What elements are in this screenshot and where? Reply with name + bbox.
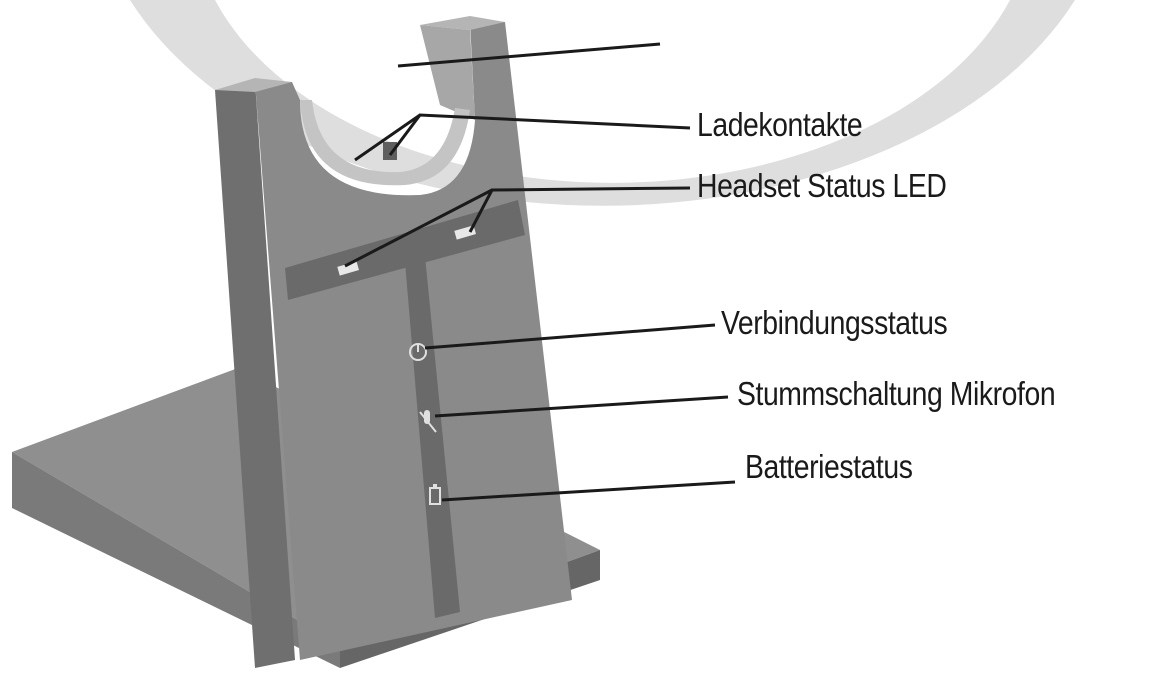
watermark-ring [130,0,1075,206]
label-mic-mute: Stummschaltung Mikrofon [737,375,1056,412]
label-battery-status: Batteriestatus [745,448,913,485]
leader-line-battery-status [441,480,736,502]
label-charging-contacts: Ladekontakte [697,106,863,143]
label-headset-status-led: Headset Status LED [697,167,947,204]
leader-line-top [397,42,661,68]
label-connection-status: Verbindungsstatus [721,304,948,341]
leader-lines [344,42,736,502]
leader-line-headset-status-led-b [344,188,493,268]
leader-line-mic-mute [434,395,729,418]
leader-line-charging-contacts [388,113,691,156]
stand-upright [215,16,572,668]
mic-mute-icon [419,410,437,433]
connection-status-icon [409,343,427,361]
charging-contact-icon [383,142,397,160]
led-icon-left [337,261,359,276]
leader-line-charging-contacts-b [354,113,421,162]
leader-line-connection-status [424,323,716,350]
battery-icon [429,484,441,505]
